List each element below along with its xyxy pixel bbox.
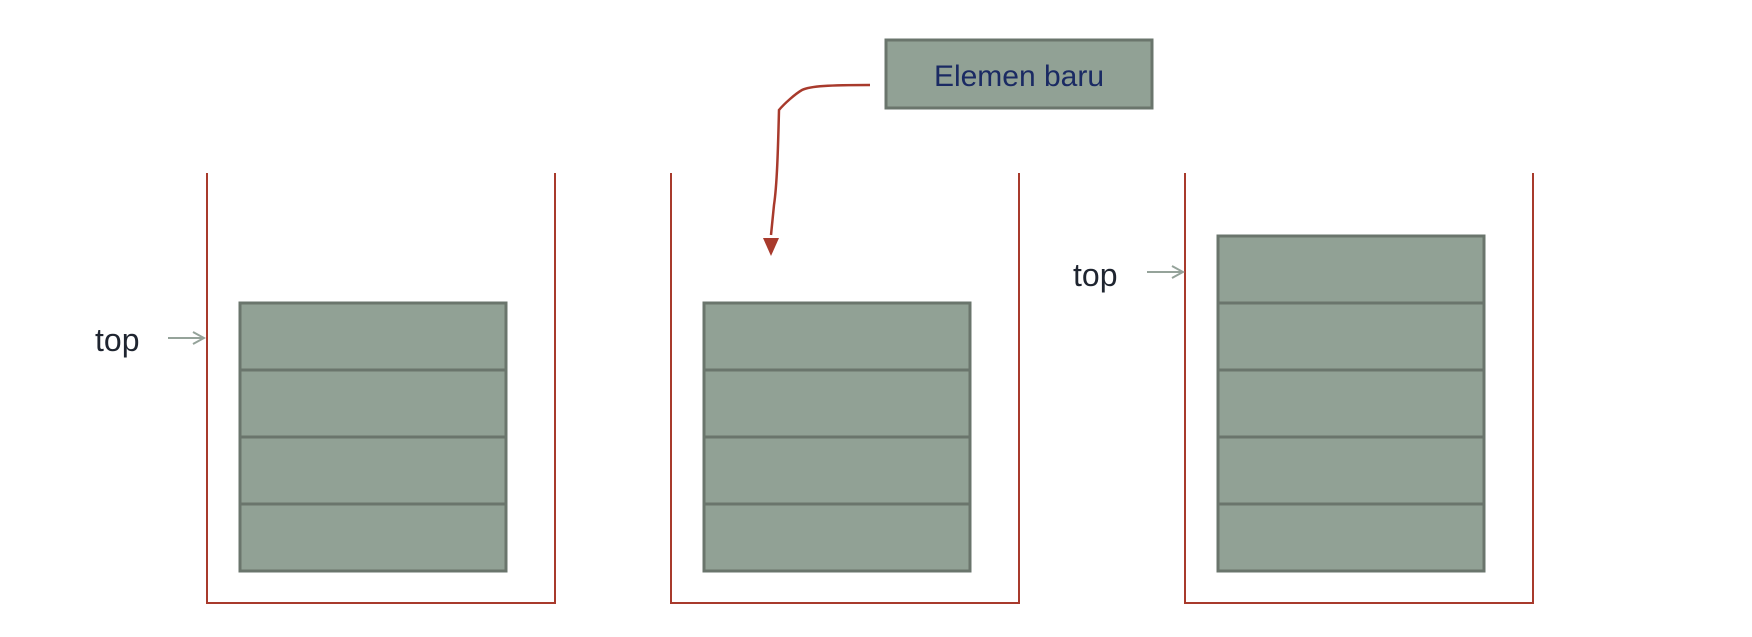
stack-3-element bbox=[1216, 435, 1486, 506]
stack-2-elements bbox=[702, 301, 972, 573]
stack-2-container bbox=[670, 173, 1020, 604]
stack-1-elements bbox=[238, 301, 508, 573]
stack-2-element bbox=[702, 301, 972, 372]
stack-2-element bbox=[702, 502, 972, 573]
stack-3-element bbox=[1216, 301, 1486, 372]
stack-1-element bbox=[238, 435, 508, 506]
new-element-label: Elemen baru bbox=[934, 60, 1104, 93]
insert-arrow-head bbox=[763, 238, 779, 256]
stack-3-elements bbox=[1216, 234, 1486, 573]
stack-3-element bbox=[1216, 234, 1486, 305]
stack-1-element bbox=[238, 368, 508, 439]
new-element-box: Elemen baru bbox=[884, 38, 1154, 110]
stack-2 bbox=[670, 173, 1020, 604]
stack-3-top-label: top bbox=[1073, 257, 1117, 293]
stack-3-element bbox=[1216, 502, 1486, 573]
stack-1-element bbox=[238, 502, 508, 573]
stack-1-top-label: top bbox=[95, 322, 139, 358]
stack-2-element bbox=[702, 368, 972, 439]
new-element-rect bbox=[884, 38, 1154, 110]
stack-1: top bbox=[95, 173, 556, 604]
stack-3-container bbox=[1184, 173, 1534, 604]
stack-1-element bbox=[238, 301, 508, 372]
insert-arrow bbox=[763, 83, 871, 256]
stack-2-element bbox=[702, 435, 972, 506]
stack-3: top bbox=[1073, 173, 1534, 604]
stack-3-element bbox=[1216, 368, 1486, 439]
insert-arrow-line bbox=[769, 83, 871, 236]
stack-1-container bbox=[206, 173, 556, 604]
